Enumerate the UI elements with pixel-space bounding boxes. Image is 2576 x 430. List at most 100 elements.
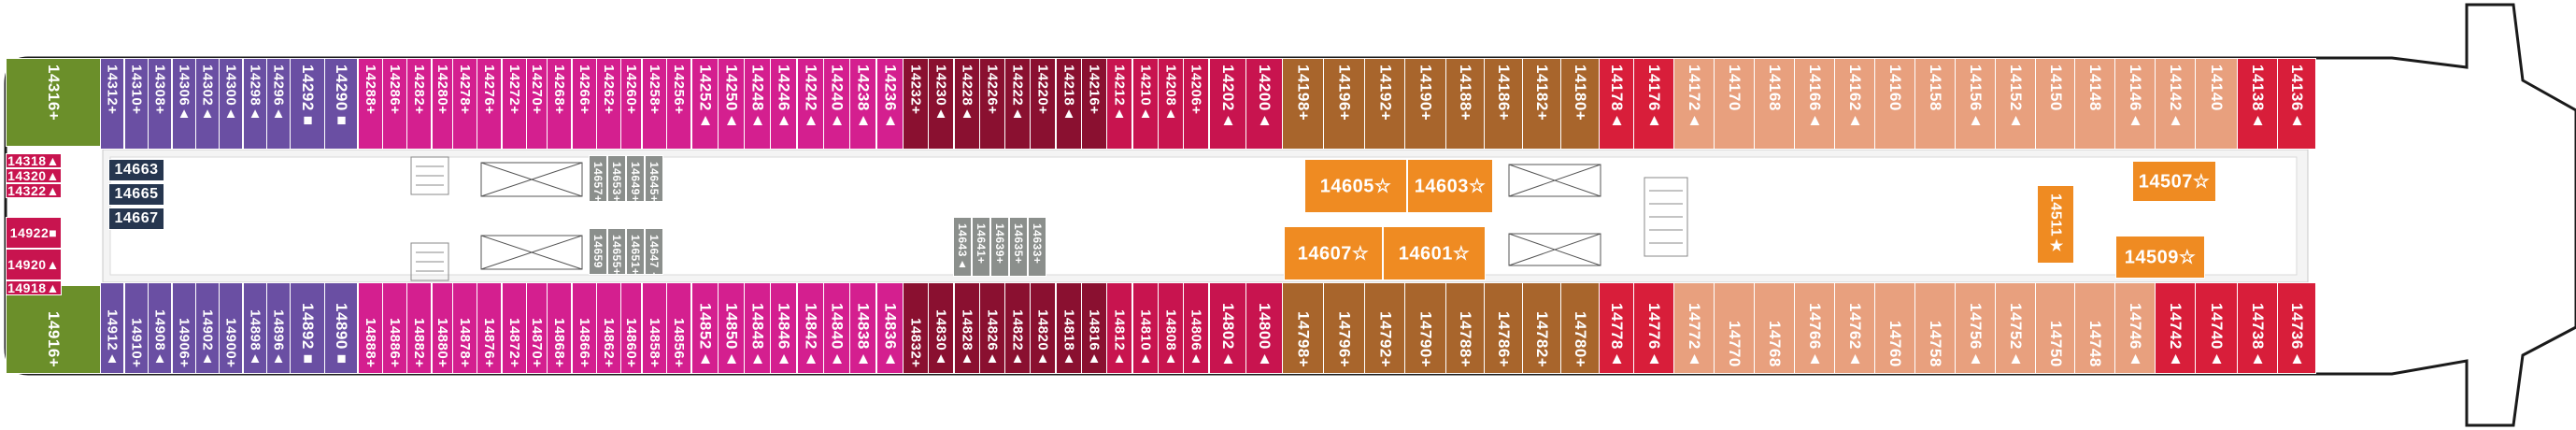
cabin-14288[interactable]: 14288+ [358,58,383,150]
cabin-14922[interactable]: 14922■ [6,217,62,249]
cabin-14248[interactable]: 14248▲ [744,58,771,150]
cabin-14306[interactable]: 14306▲ [172,58,196,150]
cabin-14736[interactable]: 14736▲ [2277,282,2316,374]
cabin-14890[interactable]: 14890■ [324,282,358,374]
cabin-14218[interactable]: 14218▲ [1056,58,1082,150]
cabin-14836[interactable]: 14836▲ [876,282,904,374]
cabin-14176[interactable]: 14176▲ [1633,58,1674,150]
cabin-14158[interactable]: 14158 [1914,58,1956,150]
cabin-14665[interactable]: 14665 [108,183,164,206]
cabin-14906[interactable]: 14906+ [172,282,196,374]
cabin-14222[interactable]: 14222▲ [1004,58,1031,150]
cabin-14649[interactable]: 14649+ [626,155,645,202]
cabin-14232[interactable]: 14232+ [903,58,929,150]
cabin-14820[interactable]: 14820▲ [1030,282,1056,374]
cabin-14856[interactable]: 14856+ [666,282,691,374]
cabin-14198[interactable]: 14198+ [1282,58,1324,150]
cabin-14212[interactable]: 14212▲ [1106,58,1132,150]
cabin-14298[interactable]: 14298▲ [243,58,267,150]
cabin-14202[interactable]: 14202▲ [1209,58,1246,150]
cabin-14296[interactable]: 14296▲ [266,58,291,150]
cabin-14746[interactable]: 14746▲ [2114,282,2156,374]
cabin-14802[interactable]: 14802▲ [1209,282,1246,374]
cabin-14812[interactable]: 14812▲ [1106,282,1132,374]
cabin-14168[interactable]: 14168 [1754,58,1795,150]
cabin-14186[interactable]: 14186+ [1484,58,1523,150]
cabin-14788[interactable]: 14788+ [1445,282,1485,374]
cabin-14848[interactable]: 14848▲ [744,282,771,374]
cabin-14262[interactable]: 14262+ [596,58,621,150]
cabin-14902[interactable]: 14902▲ [195,282,220,374]
cabin-14772[interactable]: 14772▲ [1673,282,1715,374]
cabin-14876[interactable]: 14876+ [477,282,502,374]
cabin-14896[interactable]: 14896▲ [266,282,291,374]
cabin-14768[interactable]: 14768 [1754,282,1795,374]
cabin-14148[interactable]: 14148 [2074,58,2115,150]
cabin-14220[interactable]: 14220+ [1030,58,1056,150]
cabin-14908[interactable]: 14908▲ [148,282,172,374]
cabin-14150[interactable]: 14150 [2035,58,2076,150]
cabin-14210[interactable]: 14210▲ [1132,58,1159,150]
cabin-14633[interactable]: 14633+ [1028,217,1046,277]
cabin-14822[interactable]: 14822▲ [1004,282,1031,374]
cabin-14860[interactable]: 14860+ [620,282,642,374]
cabin-14770[interactable]: 14770 [1714,282,1755,374]
cabin-14140[interactable]: 14140 [2195,58,2238,150]
cabin-14250[interactable]: 14250▲ [718,58,745,150]
cabin-14752[interactable]: 14752▲ [1995,282,2036,374]
cabin-14252[interactable]: 14252▲ [691,58,719,150]
cabin-14916[interactable]: 14916+ [6,285,101,374]
cabin-14240[interactable]: 14240▲ [823,58,850,150]
cabin-14260[interactable]: 14260+ [620,58,642,150]
cabin-14760[interactable]: 14760 [1874,282,1915,374]
cabin-14276[interactable]: 14276+ [477,58,502,150]
cabin-14318[interactable]: 14318▲ [6,153,62,168]
cabin-14172[interactable]: 14172▲ [1673,58,1715,150]
cabin-14808[interactable]: 14808▲ [1158,282,1184,374]
cabin-14246[interactable]: 14246▲ [770,58,797,150]
cabin-14810[interactable]: 14810▲ [1132,282,1159,374]
suite-14511[interactable]: 14511★ [2037,185,2074,264]
cabin-14302[interactable]: 14302▲ [195,58,220,150]
cabin-14639[interactable]: 14639+ [990,217,1009,277]
cabin-14766[interactable]: 14766▲ [1794,282,1835,374]
cabin-14190[interactable]: 14190+ [1404,58,1446,150]
suite-14603[interactable]: 14603☆ [1407,159,1493,213]
cabin-14208[interactable]: 14208▲ [1158,58,1184,150]
cabin-14236[interactable]: 14236▲ [876,58,904,150]
cabin-14162[interactable]: 14162▲ [1834,58,1875,150]
cabin-14286[interactable]: 14286+ [382,58,407,150]
cabin-14748[interactable]: 14748 [2074,282,2115,374]
cabin-14796[interactable]: 14796+ [1323,282,1365,374]
cabin-14878[interactable]: 14878+ [452,282,477,374]
cabin-14740[interactable]: 14740▲ [2195,282,2238,374]
cabin-14142[interactable]: 14142▲ [2155,58,2196,150]
cabin-14312[interactable]: 14312+ [100,58,124,150]
cabin-14188[interactable]: 14188+ [1445,58,1485,150]
cabin-14910[interactable]: 14910+ [124,282,149,374]
cabin-14316[interactable]: 14316+ [6,58,101,147]
cabin-14882[interactable]: 14882+ [406,282,432,374]
cabin-14192[interactable]: 14192+ [1364,58,1406,150]
cabin-14178[interactable]: 14178▲ [1599,58,1634,150]
cabin-14278[interactable]: 14278+ [452,58,477,150]
cabin-14308[interactable]: 14308+ [148,58,172,150]
cabin-14918[interactable]: 14918▲ [6,280,62,295]
suite-14509[interactable]: 14509☆ [2115,236,2205,279]
cabin-14196[interactable]: 14196+ [1323,58,1365,150]
cabin-14138[interactable]: 14138▲ [2237,58,2278,150]
cabin-14828[interactable]: 14828▲ [954,282,980,374]
cabin-14818[interactable]: 14818▲ [1056,282,1082,374]
cabin-14282[interactable]: 14282+ [406,58,432,150]
cabin-14872[interactable]: 14872+ [502,282,527,374]
suite-14607[interactable]: 14607☆ [1284,226,1383,280]
cabin-14238[interactable]: 14238▲ [849,58,876,150]
cabin-14840[interactable]: 14840▲ [823,282,850,374]
cabin-14782[interactable]: 14782+ [1522,282,1561,374]
cabin-14816[interactable]: 14816▲ [1081,282,1107,374]
cabin-14750[interactable]: 14750 [2035,282,2076,374]
cabin-14792[interactable]: 14792+ [1364,282,1406,374]
cabin-14830[interactable]: 14830▲ [928,282,954,374]
cabin-14242[interactable]: 14242▲ [797,58,824,150]
cabin-14798[interactable]: 14798+ [1282,282,1324,374]
